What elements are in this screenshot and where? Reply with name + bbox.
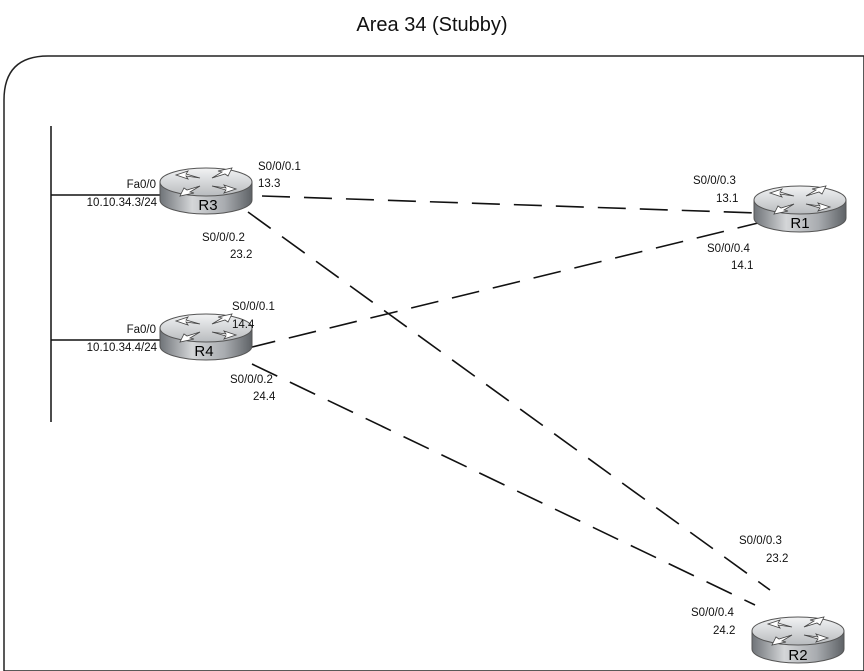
router-r1[interactable]: R1 <box>753 185 847 233</box>
r4-s01-ip-label: 14.4 <box>232 319 255 331</box>
router-r2-label: R2 <box>788 647 807 664</box>
r3-s01-ip-label: 13.3 <box>258 178 280 190</box>
r3-s02-if-label: S0/0/0.2 <box>202 232 245 244</box>
r4-s01-if-label: S0/0/0.1 <box>232 301 275 313</box>
r1-s04-if-label: S0/0/0.4 <box>707 243 750 255</box>
r2-s03-if-label: S0/0/0.3 <box>739 535 782 547</box>
area-boundary <box>3 55 864 671</box>
router-r2[interactable]: R2 <box>751 616 845 664</box>
diagram-title: Area 34 (Stubby) <box>356 14 508 36</box>
r3-s02-ip-label: 23.2 <box>230 249 252 261</box>
r1-s03-if-label: S0/0/0.3 <box>693 175 736 187</box>
router-r4[interactable]: R4 <box>159 313 253 361</box>
link-r3-r1 <box>261 195 759 214</box>
router-r3-label: R3 <box>198 197 217 214</box>
r1-s03-ip-label: 13.1 <box>716 193 738 205</box>
r3-lan-ip-label: 10.10.34.3/24 <box>87 197 158 209</box>
router-r1-label: R1 <box>790 215 809 232</box>
r2-s03-ip-label: 23.2 <box>766 553 788 565</box>
r2-s04-ip-label: 24.2 <box>713 625 735 637</box>
r4-fa-label: Fa0/0 <box>127 324 156 336</box>
link-r3-r2 <box>247 211 771 591</box>
r4-lan-ip-label: 10.10.34.4/24 <box>87 342 158 354</box>
router-r3[interactable]: R3 <box>159 167 253 215</box>
router-r4-label: R4 <box>194 343 213 360</box>
r3-s01-if-label: S0/0/0.1 <box>258 161 301 173</box>
link-r4-r1 <box>247 222 759 349</box>
r2-s04-if-label: S0/0/0.4 <box>691 607 734 619</box>
r1-s04-ip-label: 14.1 <box>731 260 753 272</box>
r3-fa-label: Fa0/0 <box>127 179 156 191</box>
link-r4-r2 <box>251 363 756 606</box>
r4-s02-if-label: S0/0/0.2 <box>230 374 273 386</box>
r4-s02-ip-label: 24.4 <box>253 391 276 403</box>
